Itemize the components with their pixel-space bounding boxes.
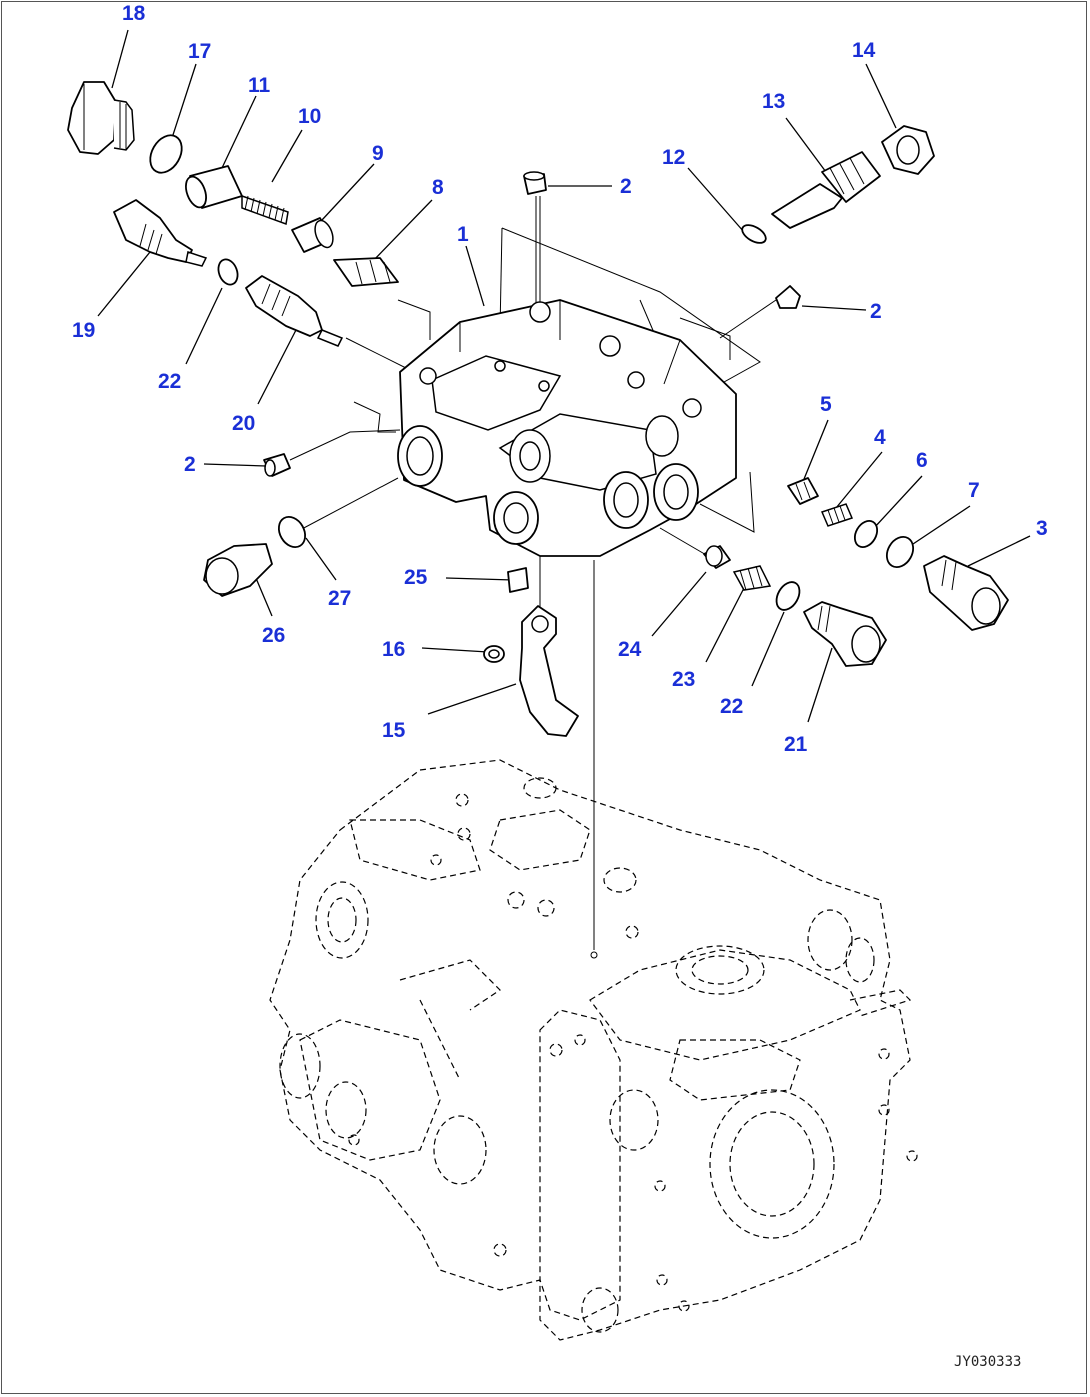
callout-10: 10 bbox=[298, 105, 321, 128]
plug-26 bbox=[203, 543, 273, 597]
callout-11: 11 bbox=[248, 74, 271, 97]
spring-4 bbox=[820, 503, 854, 527]
plug-2-top bbox=[523, 171, 547, 195]
nut-14 bbox=[881, 125, 935, 175]
callout-2-top: 2 bbox=[620, 175, 632, 198]
screw-13 bbox=[771, 151, 881, 229]
spring-10 bbox=[241, 194, 289, 226]
callout-22-upper: 22 bbox=[158, 370, 181, 393]
leader-lines bbox=[97, 29, 1031, 723]
o-ring-22-upper bbox=[217, 258, 239, 286]
alignment-lines bbox=[289, 196, 777, 959]
callout-16: 16 bbox=[382, 638, 405, 661]
callout-labels: 18 17 11 10 9 8 1 2 12 13 14 2 19 22 20 … bbox=[72, 2, 1048, 756]
plug-18 bbox=[67, 81, 135, 155]
callout-14: 14 bbox=[852, 39, 876, 62]
callout-12: 12 bbox=[662, 146, 685, 169]
bushing-16 bbox=[483, 645, 505, 663]
callout-25: 25 bbox=[404, 566, 428, 589]
o-ring-22-lower bbox=[775, 581, 801, 611]
callout-20: 20 bbox=[232, 412, 255, 435]
pump-housing-phantom bbox=[269, 759, 918, 1341]
poppet-5 bbox=[787, 477, 819, 505]
valve-body-1 bbox=[397, 299, 737, 557]
o-ring-12 bbox=[741, 224, 767, 244]
piston-9 bbox=[291, 217, 334, 253]
callout-18: 18 bbox=[122, 2, 146, 25]
callout-2-right: 2 bbox=[870, 300, 882, 323]
callout-23: 23 bbox=[672, 668, 695, 691]
valve-20 bbox=[245, 275, 344, 347]
callout-19: 19 bbox=[72, 319, 95, 342]
valve-21 bbox=[803, 601, 887, 667]
callout-9: 9 bbox=[372, 142, 384, 165]
callout-3: 3 bbox=[1036, 517, 1048, 540]
callout-5: 5 bbox=[820, 393, 832, 416]
spool-8 bbox=[333, 257, 399, 287]
callout-1: 1 bbox=[457, 223, 469, 246]
plug-2-left bbox=[263, 453, 291, 477]
callout-13: 13 bbox=[762, 90, 785, 113]
sleeve-11 bbox=[185, 165, 243, 209]
callout-22-lower: 22 bbox=[720, 695, 743, 718]
callout-27: 27 bbox=[328, 587, 351, 610]
callout-8: 8 bbox=[432, 176, 444, 199]
callout-15: 15 bbox=[382, 719, 406, 742]
lever-15 bbox=[519, 605, 579, 737]
o-ring-7 bbox=[885, 536, 915, 568]
callout-24: 24 bbox=[618, 638, 642, 661]
callout-7: 7 bbox=[968, 479, 980, 502]
o-ring-17 bbox=[149, 134, 183, 174]
valve-19 bbox=[113, 199, 208, 267]
plug-2-right bbox=[775, 285, 801, 309]
plug-25 bbox=[507, 567, 529, 593]
spring-23 bbox=[732, 565, 772, 591]
drawing-id: JY030333 bbox=[954, 1354, 1021, 1370]
callout-17: 17 bbox=[188, 40, 211, 63]
valve-3 bbox=[923, 555, 1009, 631]
callout-21: 21 bbox=[784, 733, 808, 756]
callout-6: 6 bbox=[916, 449, 928, 472]
callout-4: 4 bbox=[874, 426, 886, 449]
o-ring-6 bbox=[853, 519, 879, 549]
plug-24 bbox=[703, 545, 731, 569]
o-ring-27 bbox=[277, 516, 307, 548]
callout-2-left: 2 bbox=[184, 453, 196, 476]
callout-26: 26 bbox=[262, 624, 285, 647]
